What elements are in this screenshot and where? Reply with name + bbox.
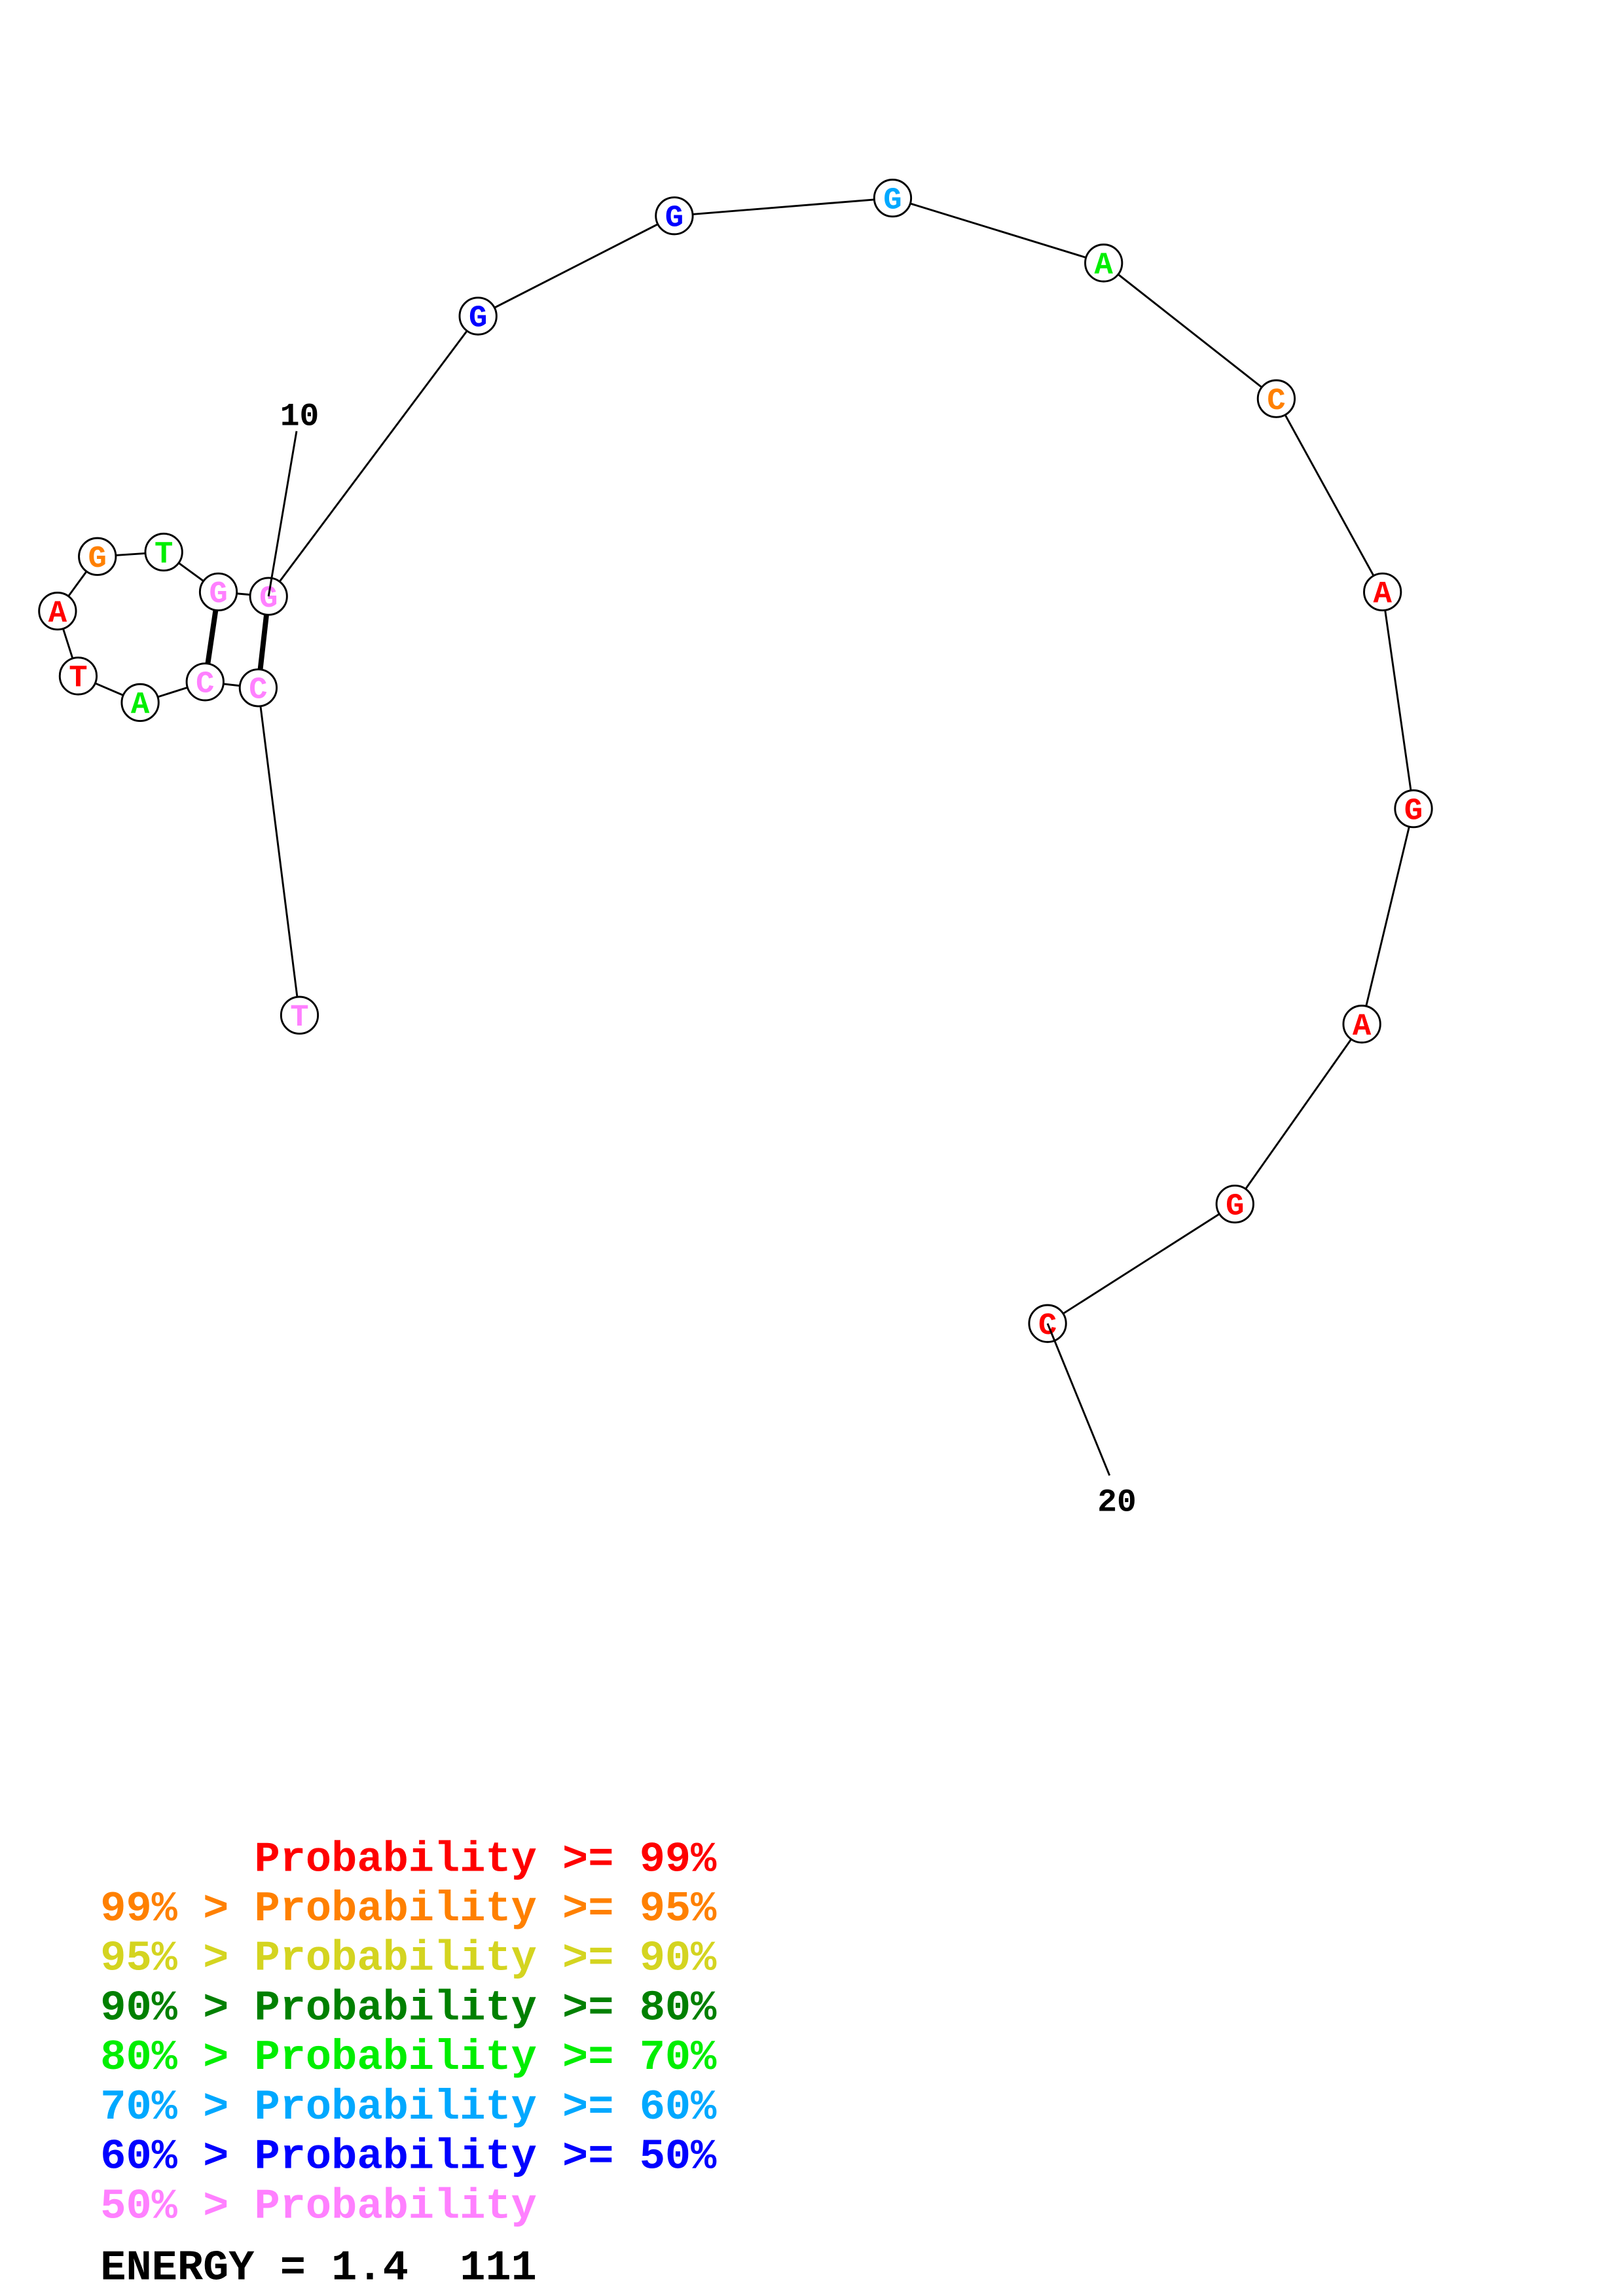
index-tick — [267, 431, 298, 597]
nucleotide: G — [458, 296, 498, 336]
nucleotide: A — [38, 592, 77, 631]
nucleotide: G — [1394, 789, 1433, 829]
nucleotide-letter: G — [1404, 794, 1423, 829]
backbone-edge — [1047, 1203, 1236, 1325]
backbone-edge — [1275, 398, 1383, 593]
legend-row: Probability >= 99% — [100, 1835, 717, 1884]
backbone-edges — [56, 197, 1415, 1325]
nucleotide-letter: C — [196, 668, 214, 702]
nucleotide-letter: A — [1353, 1009, 1372, 1044]
nucleotide-circle — [873, 179, 913, 218]
nucleotide-circle — [38, 592, 77, 631]
nucleotide: A — [1084, 243, 1123, 283]
backbone-edge — [1360, 808, 1415, 1025]
nucleotide-letter: T — [290, 1001, 308, 1035]
nucleotide: C — [185, 662, 225, 702]
nucleotide-circle — [458, 296, 498, 336]
nucleotide-letter: G — [88, 542, 107, 577]
backbone-edge — [674, 197, 893, 217]
index-label: 20 — [1097, 1484, 1137, 1520]
nucleotide: G — [78, 537, 117, 577]
backbone-edge — [892, 197, 1104, 264]
legend-row: 90% > Probability >= 80% — [100, 1984, 717, 2032]
legend-row: 95% > Probability >= 90% — [100, 1935, 717, 1983]
backbone-edge — [1381, 592, 1415, 809]
nucleotide: C — [1256, 379, 1296, 419]
nucleotide-letter: C — [1267, 384, 1285, 419]
probability-legend: Probability >= 99%99% > Probability >= 9… — [100, 1835, 717, 2231]
legend-row: 60% > Probability >= 50% — [100, 2133, 717, 2181]
nucleotide: A — [120, 683, 160, 723]
backbone-edge — [1234, 1023, 1363, 1205]
backbone-edge — [267, 315, 479, 598]
backbone-edge — [477, 215, 675, 317]
nucleotide-circle — [1342, 1005, 1381, 1044]
nucleotide-letter: G — [469, 302, 487, 336]
nucleotide-letter: T — [155, 537, 173, 572]
nucleotide-letter: A — [48, 596, 67, 631]
nucleotide: T — [144, 532, 183, 572]
index-tick — [1046, 1323, 1111, 1476]
legend-row: 99% > Probability >= 95% — [100, 1885, 717, 1933]
backbone-edge — [257, 687, 301, 1016]
nucleotide-letter: C — [249, 673, 267, 708]
nucleotide-circle — [198, 572, 238, 612]
backbone-edge — [1103, 262, 1277, 400]
nucleotide: A — [1342, 1005, 1381, 1044]
legend-row: 80% > Probability >= 70% — [100, 2034, 717, 2082]
nucleotide: G — [873, 179, 913, 218]
legend-row: 50% > Probability — [100, 2182, 537, 2231]
nucleotide-letter: G — [883, 183, 902, 218]
nucleotide: T — [280, 996, 319, 1035]
nucleotide: A — [1363, 572, 1402, 612]
nucleotide: G — [655, 196, 694, 236]
nucleotide: T — [58, 656, 98, 696]
nucleotide-circle — [58, 656, 98, 696]
nucleotide-circle — [1394, 789, 1433, 829]
nucleotide-circle — [185, 662, 225, 702]
nucleotide-circle — [1256, 379, 1296, 418]
nucleotide-circle — [655, 196, 694, 236]
nucleotide-circle — [144, 532, 183, 572]
nucleotide-circle — [1363, 572, 1402, 612]
nucleotide-letter: T — [69, 662, 87, 696]
nucleotide-letter: G — [259, 582, 278, 617]
nucleotide-letter: G — [665, 201, 684, 236]
nucleotide-circle — [238, 668, 278, 708]
nucleotide: G — [198, 572, 238, 612]
nucleotide-circle — [120, 683, 160, 723]
nucleotide: G — [1215, 1185, 1254, 1224]
nucleotide-letter: G — [1226, 1189, 1244, 1224]
nucleotide-letter: G — [209, 577, 227, 612]
nucleotide-circle — [78, 537, 117, 576]
nucleotide-letter: A — [131, 688, 150, 723]
index-label: 10 — [280, 399, 319, 435]
nucleotide-letter: A — [1373, 577, 1392, 612]
nucleotide-circle — [280, 996, 319, 1035]
index-labels: 10 20 — [267, 399, 1137, 1520]
nucleotide-letter: A — [1095, 249, 1114, 283]
nucleotide-circle — [1084, 243, 1123, 283]
nucleotide: C — [238, 668, 278, 708]
legend-row: 70% > Probability >= 60% — [100, 2083, 717, 2132]
energy-label: ENERGY = 1.4 111 — [100, 2244, 537, 2293]
nucleotide: G — [249, 577, 288, 617]
nucleotide-circle — [1215, 1185, 1254, 1224]
